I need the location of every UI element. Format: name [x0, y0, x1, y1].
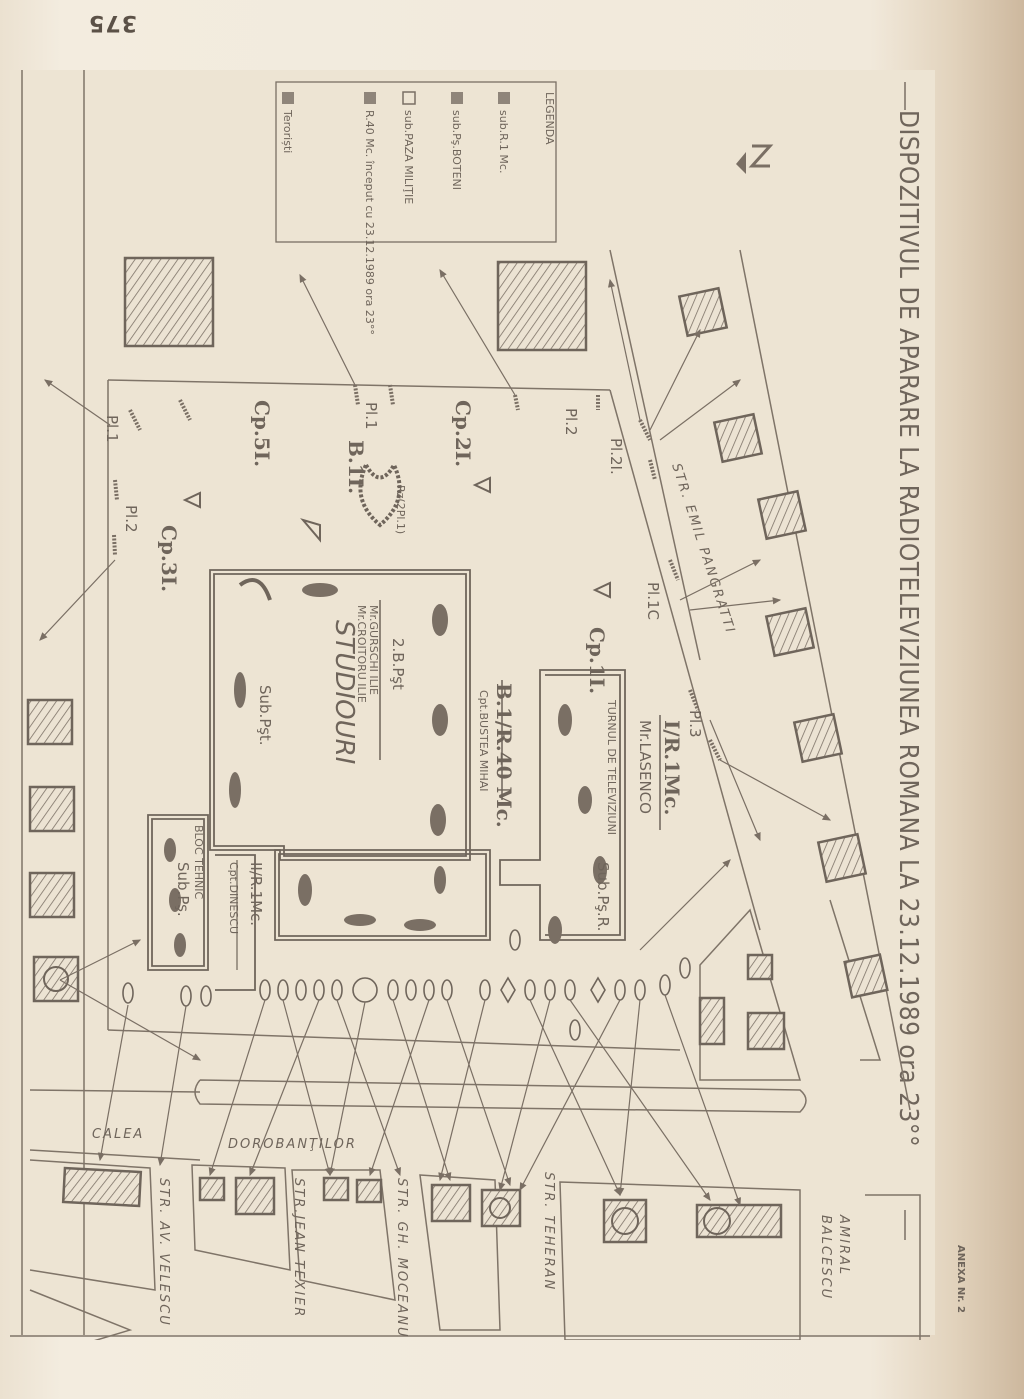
- svg-text:Cp.2I.: Cp.2I.: [451, 400, 475, 467]
- svg-text:Teroriști: Teroriști: [281, 109, 294, 153]
- svg-text:Pl.1: Pl.1: [362, 402, 380, 430]
- svg-text:sub.PAZA MILIŢIE: sub.PAZA MILIŢIE: [402, 110, 415, 204]
- svg-text:Mr.LASENCO: Mr.LASENCO: [636, 720, 654, 814]
- svg-text:B.1/R.40 Mc.: B.1/R.40 Mc.: [492, 683, 516, 828]
- surrounding-buildings: [26, 256, 889, 1244]
- svg-text:Pl.2: Pl.2: [122, 505, 140, 533]
- legend-symbol-icon: [498, 92, 510, 104]
- svg-text:STR. GH. MOCEANU: STR. GH. MOCEANU: [394, 1178, 409, 1338]
- radio-tv-compound: [147, 569, 626, 991]
- svg-text:AMIRAL: AMIRAL: [836, 1214, 851, 1276]
- svg-text:Mr.CROITORU ILIE: Mr.CROITORU ILIE: [355, 605, 368, 703]
- north-arrow-icon: [736, 144, 774, 174]
- svg-text:TURNUL DE TELEVIZIUNI: TURNUL DE TELEVIZIUNI: [605, 699, 618, 835]
- troop-positions: [164, 583, 607, 957]
- svg-text:Pl.1C: Pl.1C: [644, 582, 662, 620]
- legend-symbol-icon: [364, 92, 376, 104]
- svg-text:Pl.1: Pl.1: [103, 415, 121, 443]
- svg-text:STR. TEHERAN: STR. TEHERAN: [541, 1172, 556, 1291]
- svg-text:Mr.GURSCHI ILIE: Mr.GURSCHI ILIE: [367, 605, 380, 695]
- legend-symbol-icon: [451, 92, 463, 104]
- unit-labels: B.1I. Pl.1 Pl.1 Pl.2 Pl.2 Pl.2I. Pl.1C P…: [103, 400, 704, 970]
- svg-text:Cp.5I.: Cp.5I.: [250, 400, 274, 467]
- svg-text:DISPOZITIVUL DE APARARE LA RAD: DISPOZITIVUL DE APARARE LA RADIOTELEVIZI…: [893, 110, 923, 1147]
- svg-text:Pl.2I.: Pl.2I.: [607, 438, 625, 475]
- page-number: 375: [88, 10, 137, 35]
- legend-symbol-icon: [402, 91, 416, 105]
- legend: LEGENDA sub.R.1 Mc. sub.Pş.BOTENI sub.PA…: [275, 81, 557, 335]
- svg-text:Pl.3: Pl.3: [686, 710, 704, 738]
- svg-text:R.40 Mc. început cu 23.12.1989: R.40 Mc. început cu 23.12.1989 ora 23°°: [363, 110, 376, 335]
- company-markers: [182, 460, 611, 601]
- svg-text:sub.Pş.BOTENI: sub.Pş.BOTENI: [450, 110, 463, 190]
- svg-text:STR. AV. VELESCU: STR. AV. VELESCU: [156, 1178, 171, 1327]
- target-marks: [43, 966, 731, 1235]
- svg-text:II/R.1Mc.: II/R.1Mc.: [247, 862, 265, 926]
- svg-text:LEGENDA: LEGENDA: [543, 92, 556, 145]
- svg-text:Cp.1I.: Cp.1I.: [585, 627, 609, 694]
- svg-text:DOROBANŢILOR: DOROBANŢILOR: [228, 1137, 357, 1152]
- svg-text:Cp.3I.: Cp.3I.: [157, 525, 181, 592]
- svg-text:I/R.1Mc.: I/R.1Mc.: [660, 720, 684, 815]
- svg-text:Pl.2: Pl.2: [562, 408, 580, 436]
- defense-map: DISPOZITIVUL DE APARARE LA RADIOTELEVIZI…: [10, 70, 966, 1340]
- svg-text:2.B.Pşt: 2.B.Pşt: [389, 638, 407, 690]
- svg-text:CALEA: CALEA: [92, 1127, 144, 1142]
- street-grid: [10, 70, 930, 1340]
- fire-lines: [39, 268, 832, 1207]
- svg-text:Cpt.BUSTEA MIHAI: Cpt.BUSTEA MIHAI: [477, 690, 490, 792]
- svg-text:Sub.Pşt.: Sub.Pşt.: [256, 685, 274, 746]
- legend-symbol-icon: [282, 92, 294, 104]
- svg-text:STUDIOURI: STUDIOURI: [329, 620, 359, 764]
- svg-text:Rz(2Pl.1): Rz(2Pl.1): [394, 485, 407, 534]
- svg-text:sub.R.1 Mc.: sub.R.1 Mc.: [497, 110, 510, 173]
- trench-lines: [112, 384, 722, 761]
- map-title: DISPOZITIVUL DE APARARE LA RADIOTELEVIZI…: [893, 82, 923, 1240]
- annex-label: ANEXA Nr. 2: [955, 1245, 966, 1313]
- svg-text:BLOC TEHNIC: BLOC TEHNIC: [192, 825, 205, 900]
- svg-text:BALCESCU: BALCESCU: [818, 1215, 833, 1300]
- svg-text:B.1I.: B.1I.: [344, 440, 368, 494]
- svg-text:Cpt.DINESCU: Cpt.DINESCU: [227, 862, 240, 934]
- svg-text:Sub.Pş.R.: Sub.Pş.R.: [594, 862, 612, 931]
- svg-text:Sub.Pş.: Sub.Pş.: [174, 862, 192, 917]
- svg-text:STR.JEAN TEXIER: STR.JEAN TEXIER: [291, 1178, 306, 1318]
